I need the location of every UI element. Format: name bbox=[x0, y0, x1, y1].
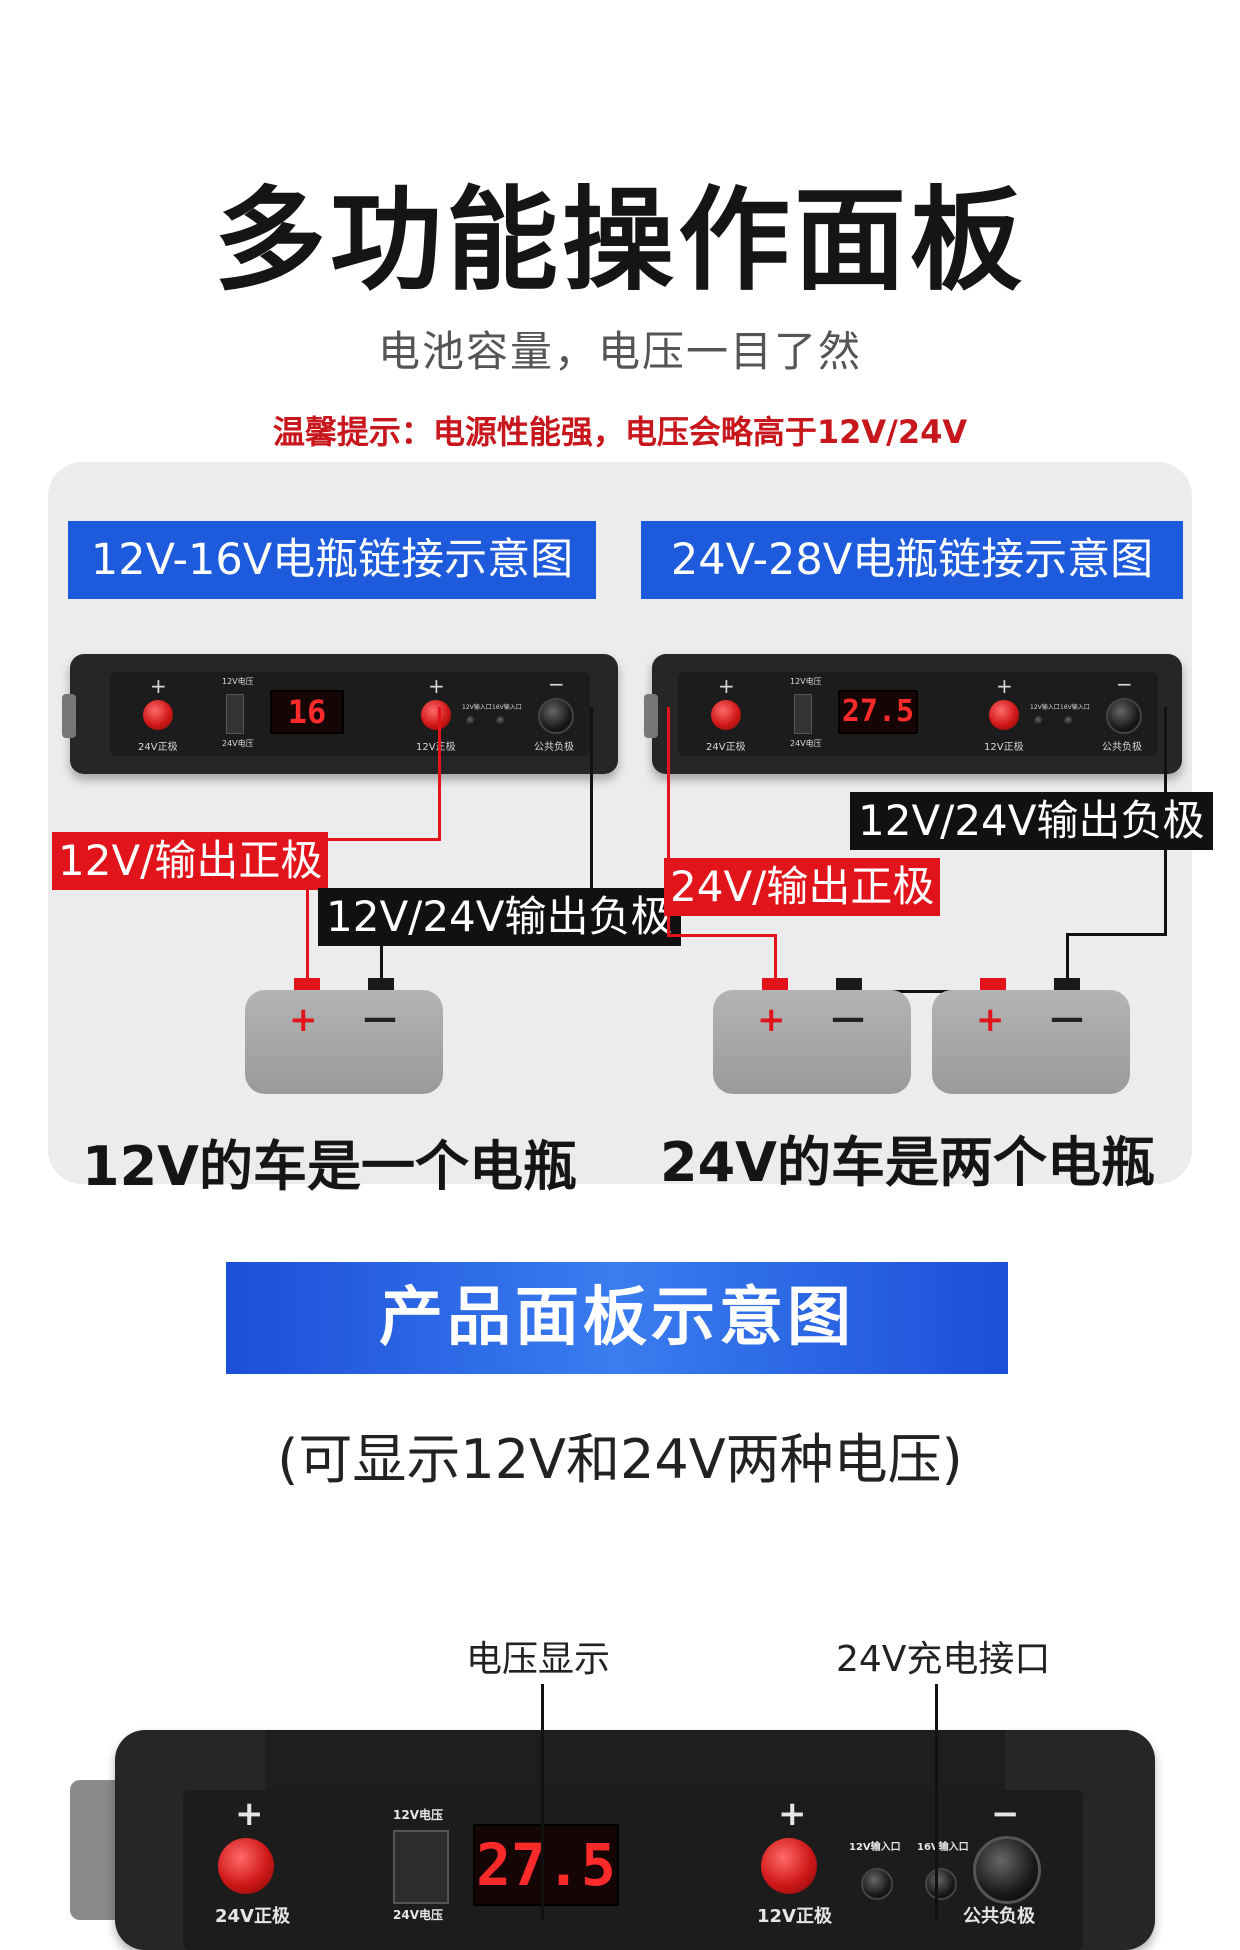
positive-24v-knob bbox=[711, 700, 741, 730]
lcd-display: 16 bbox=[270, 690, 344, 734]
right-device: + 24V正极 12V电压 24V电压 27.5 + 12V正极 12V输入口 … bbox=[644, 654, 1182, 774]
pos24-label: 24V正极 bbox=[138, 742, 178, 753]
positive-12v-knob bbox=[761, 1838, 817, 1894]
product-panel-subtitle: (可显示12V和24V两种电压) bbox=[277, 1428, 963, 1491]
input-port-16v bbox=[925, 1868, 957, 1900]
pos12-label: 12V正极 bbox=[984, 742, 1024, 753]
right-negative-tag: 12V/24V输出负极 bbox=[850, 792, 1213, 850]
minus-sign: − bbox=[1116, 672, 1133, 696]
negative-knob bbox=[1106, 698, 1142, 734]
input-port bbox=[1034, 716, 1044, 726]
callout-line-voltage bbox=[541, 1684, 544, 1920]
minus-sign: − bbox=[991, 1794, 1020, 1834]
left-diagram-label: 12V-16V电瓶链接示意图 bbox=[68, 521, 596, 599]
lcd-display: 27.5 bbox=[473, 1824, 619, 1906]
page-subtitle: 电池容量，电压一目了然 bbox=[377, 327, 862, 376]
product-panel-banner: 产品面板示意图 bbox=[226, 1262, 1008, 1374]
callout-voltage-display: 电压显示 bbox=[466, 1639, 611, 1680]
right-caption: 24V的车是两个电瓶 bbox=[660, 1131, 1155, 1194]
plus-sign: + bbox=[428, 674, 445, 698]
pos24-label: 24V正极 bbox=[706, 742, 746, 753]
input-port bbox=[496, 716, 506, 726]
product-device: + 24V正极 12V电压 24V电压 27.5 + 12V正极 12V输入口 … bbox=[115, 1730, 1155, 1950]
positive-12v-knob bbox=[989, 700, 1019, 730]
sw12-label: 12V电压 bbox=[393, 1808, 443, 1822]
page-title: 多功能操作面板 bbox=[214, 176, 1026, 306]
plus-sign: + bbox=[235, 1794, 264, 1834]
battery-minus: — bbox=[831, 998, 865, 1038]
sw24-label: 24V电压 bbox=[393, 1908, 443, 1922]
in12-label: 12V输入口 bbox=[462, 704, 492, 711]
sw12-label: 12V电压 bbox=[790, 677, 822, 686]
battery-minus: — bbox=[1050, 998, 1084, 1038]
battery-plus: + bbox=[289, 1000, 318, 1040]
plus-sign: + bbox=[718, 674, 735, 698]
in16-label: 16V输入口 bbox=[492, 704, 522, 711]
negative-knob bbox=[973, 1836, 1041, 1904]
device-face: + 24V正极 12V电压 24V电压 27.5 + 12V正极 12V输入口 … bbox=[678, 672, 1158, 756]
wire-red bbox=[306, 838, 441, 841]
input-port-12v bbox=[861, 1868, 893, 1900]
right-diagram-label: 24V-28V电瓶链接示意图 bbox=[641, 521, 1183, 599]
right-positive-tag: 24V/输出正极 bbox=[664, 858, 941, 916]
in16-label: 16V输入口 bbox=[917, 1842, 969, 1853]
voltage-switch bbox=[393, 1830, 449, 1904]
in12-label: 12V输入口 bbox=[1030, 704, 1060, 711]
callout-24v-port: 24V充电接口 bbox=[836, 1639, 1051, 1680]
positive-24v-knob bbox=[218, 1838, 274, 1894]
sw24-label: 24V电压 bbox=[790, 739, 822, 748]
device-face: + 24V正极 12V电压 24V电压 27.5 + 12V正极 12V输入口 … bbox=[183, 1790, 1083, 1950]
positive-12v-knob bbox=[421, 700, 451, 730]
callout-line-port bbox=[935, 1684, 938, 1920]
wire-black bbox=[1066, 933, 1167, 936]
input-port bbox=[1064, 716, 1074, 726]
device-top-edge bbox=[265, 1730, 1005, 1790]
battery-plus: + bbox=[757, 1000, 786, 1040]
wire-black bbox=[850, 990, 996, 993]
wire-red bbox=[306, 838, 309, 980]
neg-label: 公共负极 bbox=[963, 1906, 1035, 1927]
wire-black bbox=[590, 707, 593, 903]
battery-minus: — bbox=[363, 998, 397, 1038]
in12-label: 12V输入口 bbox=[849, 1842, 901, 1853]
side-port bbox=[62, 694, 76, 738]
plus-sign: + bbox=[996, 674, 1013, 698]
lcd-display: 27.5 bbox=[838, 690, 918, 734]
device-face: + 24V正极 12V电压 24V电压 16 + 12V正极 12V输入口 16… bbox=[110, 672, 590, 756]
wire-black bbox=[1066, 933, 1069, 981]
input-port bbox=[466, 716, 476, 726]
battery-plus: + bbox=[976, 1000, 1005, 1040]
voltage-switch bbox=[226, 694, 244, 734]
pos12-label: 12V正极 bbox=[416, 742, 456, 753]
wire-red bbox=[667, 934, 777, 937]
negative-knob bbox=[538, 698, 574, 734]
minus-sign: − bbox=[548, 672, 565, 696]
battery: + — bbox=[713, 990, 911, 1094]
voltage-switch bbox=[794, 694, 812, 734]
wire-red bbox=[667, 707, 670, 937]
plus-sign: + bbox=[150, 674, 167, 698]
pos24-label: 24V正极 bbox=[215, 1906, 290, 1927]
pos12-label: 12V正极 bbox=[757, 1906, 832, 1927]
positive-24v-knob bbox=[143, 700, 173, 730]
left-caption: 12V的车是一个电瓶 bbox=[82, 1135, 577, 1198]
left-negative-tag: 12V/24V输出负极 bbox=[318, 888, 681, 946]
side-port bbox=[644, 694, 658, 738]
sw24-label: 24V电压 bbox=[222, 739, 254, 748]
plus-sign: + bbox=[778, 1794, 807, 1834]
in16-label: 16V输入口 bbox=[1060, 704, 1090, 711]
neg-label: 公共负极 bbox=[1102, 742, 1142, 753]
neg-label: 公共负极 bbox=[534, 742, 574, 753]
wire-red bbox=[774, 934, 777, 980]
battery: + — bbox=[245, 990, 443, 1094]
sw12-label: 12V电压 bbox=[222, 677, 254, 686]
wire-red bbox=[438, 707, 441, 840]
battery: + — bbox=[932, 990, 1130, 1094]
left-device: + 24V正极 12V电压 24V电压 16 + 12V正极 12V输入口 16… bbox=[62, 654, 618, 774]
tip-text: 温馨提示：电源性能强，电压会略高于12V/24V bbox=[272, 413, 968, 451]
left-positive-tag: 12V/输出正极 bbox=[52, 832, 329, 890]
